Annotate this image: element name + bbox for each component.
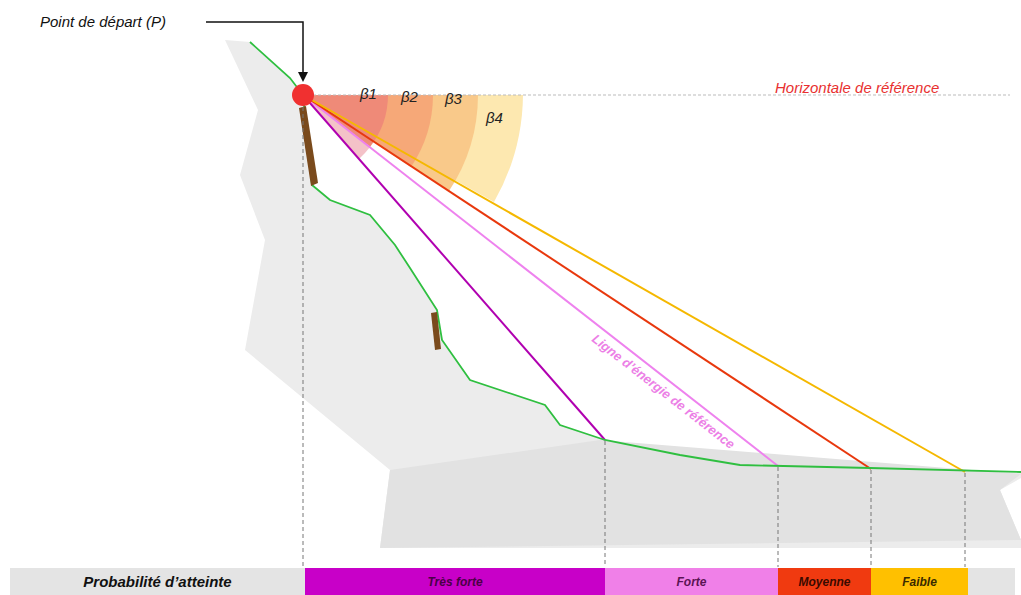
band-label: Probabilité d’atteinte [83,573,231,590]
angle-label: β4 [486,109,503,126]
band-label: Forte [677,575,707,589]
terrain-body [225,40,1021,548]
projection-lines [303,100,965,567]
energy-line-low [303,95,965,472]
probability-band: Très forte [305,568,605,595]
probability-band: Forte [605,568,778,595]
angle-label: β2 [401,88,418,105]
energy-line-reference [303,95,778,466]
terrain-shade [380,440,1021,548]
cliff-block [431,312,441,350]
probability-bar-ground [10,568,1015,595]
probability-title: Probabilité d’atteinte [10,568,305,595]
beta4-sector [303,95,523,202]
angle-label: β3 [445,90,462,107]
horizontal-label: Horizontale de référence [775,79,939,96]
energy-line-label: Ligne d’énergie de référence [590,331,739,452]
ground-profile [250,42,1021,472]
start-point-label: Point de départ (P) [40,13,166,30]
angle-label: β1 [360,85,377,102]
start-point [292,84,314,106]
probability-band: Faible [871,568,968,595]
energy-line-medium [303,95,871,469]
energy-line-very-high [303,95,605,440]
probability-band: Moyenne [778,568,871,595]
leader-arrow [206,22,303,80]
band-label: Faible [902,575,937,589]
band-label: Très forte [427,575,482,589]
band-label: Moyenne [798,575,850,589]
cliff-block [299,106,318,186]
